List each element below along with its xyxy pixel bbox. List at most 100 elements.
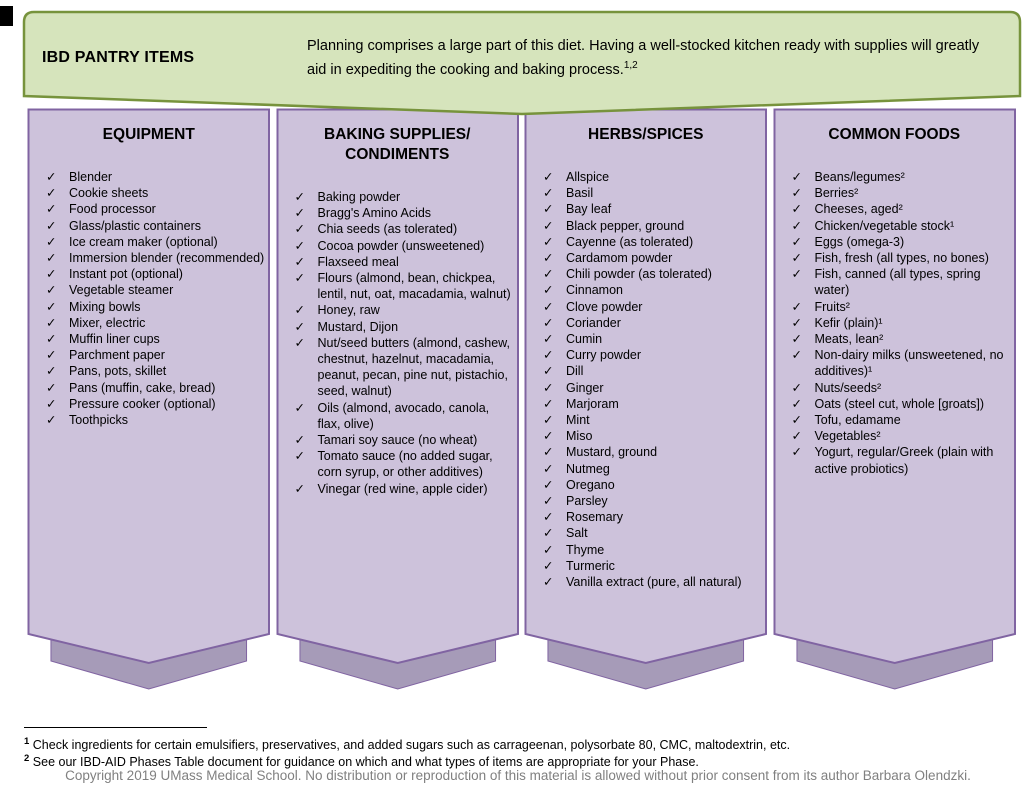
check-icon: ✓	[294, 271, 305, 286]
list-item-text: Cinnamon	[566, 283, 623, 298]
check-icon: ✓	[543, 315, 554, 330]
list-item: ✓Dill	[543, 363, 763, 379]
list-item-text: Fish, canned (all types, spring water)	[814, 267, 981, 298]
list-item-text: Ice cream maker (optional)	[69, 234, 218, 249]
check-icon: ✓	[543, 510, 554, 525]
list-item: ✓Nuts/seeds²	[792, 380, 1012, 396]
list-item-text: Flaxseed meal	[317, 254, 399, 269]
list-item: ✓Chicken/vegetable stock¹	[792, 218, 1012, 234]
list-item-text: Mint	[566, 413, 590, 428]
check-icon: ✓	[791, 396, 802, 411]
list-item: ✓Oregano	[543, 477, 763, 493]
check-icon: ✓	[46, 299, 57, 314]
column-content: BAKING SUPPLIES/ CONDIMENTS ✓Baking powd…	[276, 125, 520, 497]
list-item-text: Cumin	[566, 332, 603, 347]
check-icon: ✓	[46, 170, 57, 184]
list-item-text: Tomato sauce (no added sugar, corn syrup…	[317, 449, 493, 480]
list-item-text: Salt	[566, 526, 588, 541]
footnote-1-text: Check ingredients for certain emulsifier…	[32, 738, 791, 753]
list-item-text: Cayenne (as tolerated)	[566, 234, 694, 249]
list-item-text: Tamari soy sauce (no wheat)	[317, 433, 478, 448]
banner-content: IBD PANTRY ITEMS Planning comprises a la…	[22, 10, 1022, 106]
list-item: ✓Flaxseed meal	[295, 254, 515, 270]
list-item-text: Flours (almond, bean, chickpea, lentil, …	[317, 271, 511, 302]
check-icon: ✓	[46, 396, 57, 411]
list-item-text: Fruits²	[814, 299, 850, 314]
list-item: ✓Vegetable steamer	[46, 282, 266, 298]
list-item-text: Basil	[566, 186, 594, 201]
list-item: ✓Curry powder	[543, 347, 763, 363]
check-icon: ✓	[791, 234, 802, 249]
check-icon: ✓	[294, 206, 305, 221]
check-icon: ✓	[294, 222, 305, 237]
list-item: ✓Pressure cooker (optional)	[46, 396, 266, 412]
columns-container: EQUIPMENT ✓Blender✓Cookie sheets✓Food pr…	[27, 108, 1016, 691]
check-icon: ✓	[543, 348, 554, 363]
list-item-text: Beans/legumes²	[814, 170, 905, 184]
check-icon: ✓	[294, 238, 305, 253]
column-list: ✓Allspice✓Basil✓Bay leaf✓Black pepper, g…	[524, 169, 768, 590]
check-icon: ✓	[46, 348, 57, 363]
list-item-text: Fish, fresh (all types, no bones)	[814, 251, 989, 266]
list-item: ✓Parchment paper	[46, 347, 266, 363]
footnote-2-text: See our IBD-AID Phases Table document fo…	[32, 755, 699, 770]
check-icon: ✓	[294, 481, 305, 496]
list-item: ✓Eggs (omega-3)	[792, 234, 1012, 250]
list-item-text: Muffin liner cups	[69, 332, 160, 347]
list-item-text: Cardamom powder	[566, 251, 673, 266]
list-item: ✓Toothpicks	[46, 412, 266, 428]
check-icon: ✓	[543, 364, 554, 379]
list-item-text: Vanilla extract (pure, all natural)	[566, 575, 742, 590]
list-item-text: Ginger	[566, 380, 604, 395]
check-icon: ✓	[791, 299, 802, 314]
list-item-text: Bay leaf	[566, 202, 612, 217]
list-item: ✓Basil	[543, 185, 763, 201]
column-title: COMMON FOODS	[828, 126, 961, 143]
check-icon: ✓	[791, 202, 802, 217]
list-item: ✓Meats, lean²	[792, 331, 1012, 347]
list-item-text: Mixer, electric	[69, 315, 146, 330]
list-item: ✓Yogurt, regular/Greek (plain with activ…	[792, 444, 1012, 476]
list-item: ✓Rosemary	[543, 509, 763, 525]
check-icon: ✓	[294, 433, 305, 448]
list-item-text: Vegetables²	[814, 429, 881, 444]
list-item-text: Baking powder	[317, 190, 401, 204]
check-icon: ✓	[46, 283, 57, 298]
check-icon: ✓	[791, 267, 802, 282]
list-item: ✓ Beans/legumes²	[792, 169, 1012, 185]
column-herbs-spices: HERBS/SPICES ✓Allspice✓Basil✓Bay leaf✓Bl…	[524, 108, 768, 691]
list-item: ✓Pans (muffin, cake, bread)	[46, 380, 266, 396]
check-icon: ✓	[791, 170, 802, 184]
list-item-text: Chicken/vegetable stock¹	[814, 218, 955, 233]
check-icon: ✓	[543, 542, 554, 557]
list-item: ✓Ginger	[543, 380, 763, 396]
list-item-text: Coriander	[566, 315, 621, 330]
check-icon: ✓	[294, 335, 305, 350]
check-icon: ✓	[543, 267, 554, 282]
check-icon: ✓	[294, 190, 305, 204]
column-content: COMMON FOODS ✓Beans/legumes²✓Berries²✓Ch…	[773, 125, 1017, 477]
list-item: ✓Non-dairy milks (unsweetened, no additi…	[792, 347, 1012, 379]
list-item-text: Cookie sheets	[69, 186, 149, 201]
list-item: ✓Bragg's Amino Acids	[295, 205, 515, 221]
check-icon: ✓	[46, 364, 57, 379]
list-item: ✓Ice cream maker (optional)	[46, 234, 266, 250]
list-item: ✓Cookie sheets	[46, 185, 266, 201]
list-item: ✓ Cardamom powder	[543, 250, 763, 266]
list-item: ✓Turmeric	[543, 558, 763, 574]
check-icon: ✓	[46, 380, 57, 395]
list-item: ✓ Fruits²	[792, 299, 1012, 315]
list-item-text: Yogurt, regular/Greek (plain with active…	[814, 445, 994, 476]
check-icon: ✓	[294, 303, 305, 318]
list-item: ✓ Baking powder	[295, 189, 515, 205]
list-item: ✓Allspice	[543, 169, 763, 185]
check-icon: ✓	[791, 413, 802, 428]
list-item-text: Mustard, ground	[566, 445, 658, 460]
list-item: ✓Cinnamon	[543, 282, 763, 298]
column-title: HERBS/SPICES	[588, 126, 704, 143]
check-icon: ✓	[46, 218, 57, 233]
check-icon: ✓	[543, 251, 554, 266]
list-item-text: Marjoram	[566, 396, 619, 411]
footnote-2: 2 See our IBD-AID Phases Table document …	[24, 751, 699, 770]
